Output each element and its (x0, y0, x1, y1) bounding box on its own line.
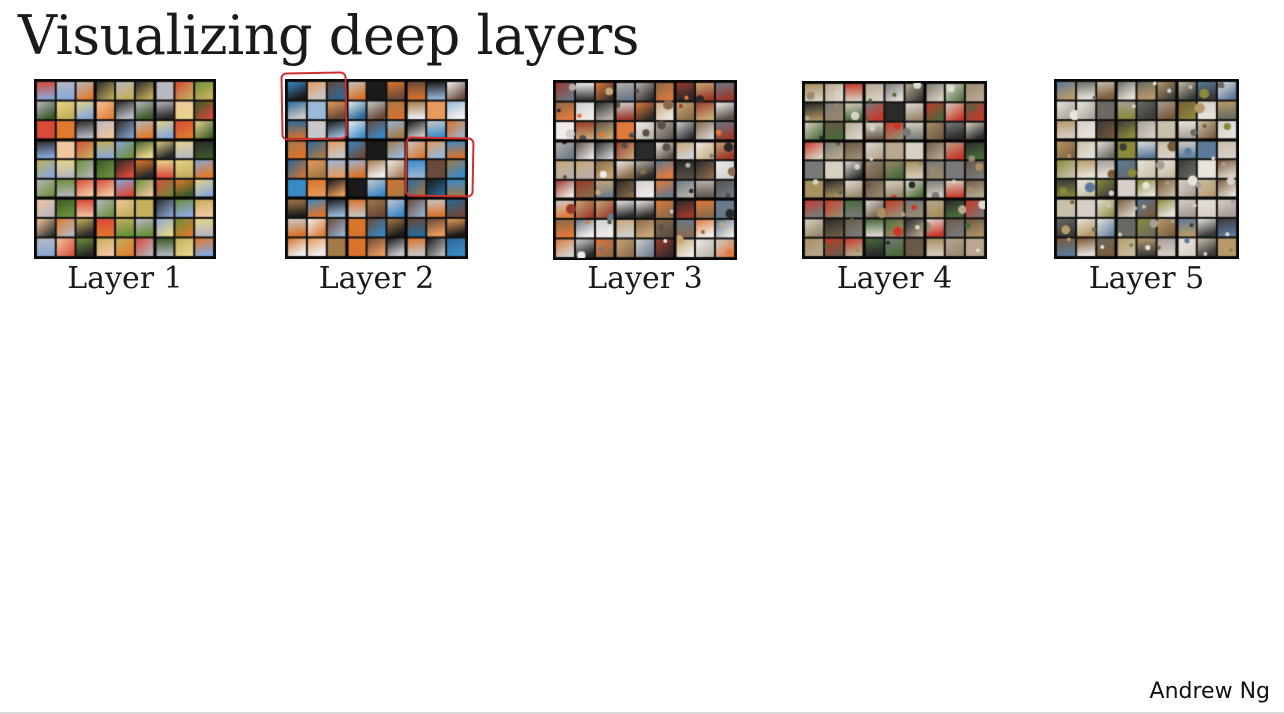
layer-5-image (1056, 81, 1237, 257)
layer-3-grid (553, 80, 737, 260)
layer-3-label: Layer 3 (587, 261, 703, 296)
layer-1-image (36, 81, 214, 257)
layer-1-panel: Layer 1 (34, 79, 216, 301)
layer-2-grid (285, 79, 468, 259)
author-name: Andrew Ng (1149, 679, 1270, 704)
layer-3-image (555, 82, 735, 258)
layer-1-grid (34, 79, 216, 259)
layer-3-panel: Layer 3 (553, 80, 737, 302)
layer-2-label: Layer 2 (318, 261, 435, 296)
layer-2-image (287, 81, 466, 257)
slide-title: Visualizing deep layers (18, 4, 639, 67)
layer-4-panel: Layer 4 (802, 81, 987, 302)
bottom-divider (0, 712, 1284, 714)
layer-5-panel: Layer 5 (1054, 79, 1239, 301)
layer-4-grid (802, 81, 987, 259)
layer-2-panel: Layer 2 (285, 79, 468, 301)
layer-5-grid (1054, 79, 1239, 259)
layer-1-label: Layer 1 (67, 261, 183, 296)
layer-4-label: Layer 4 (836, 261, 953, 296)
layer-4-image (804, 83, 985, 257)
layer-5-label: Layer 5 (1088, 261, 1205, 296)
